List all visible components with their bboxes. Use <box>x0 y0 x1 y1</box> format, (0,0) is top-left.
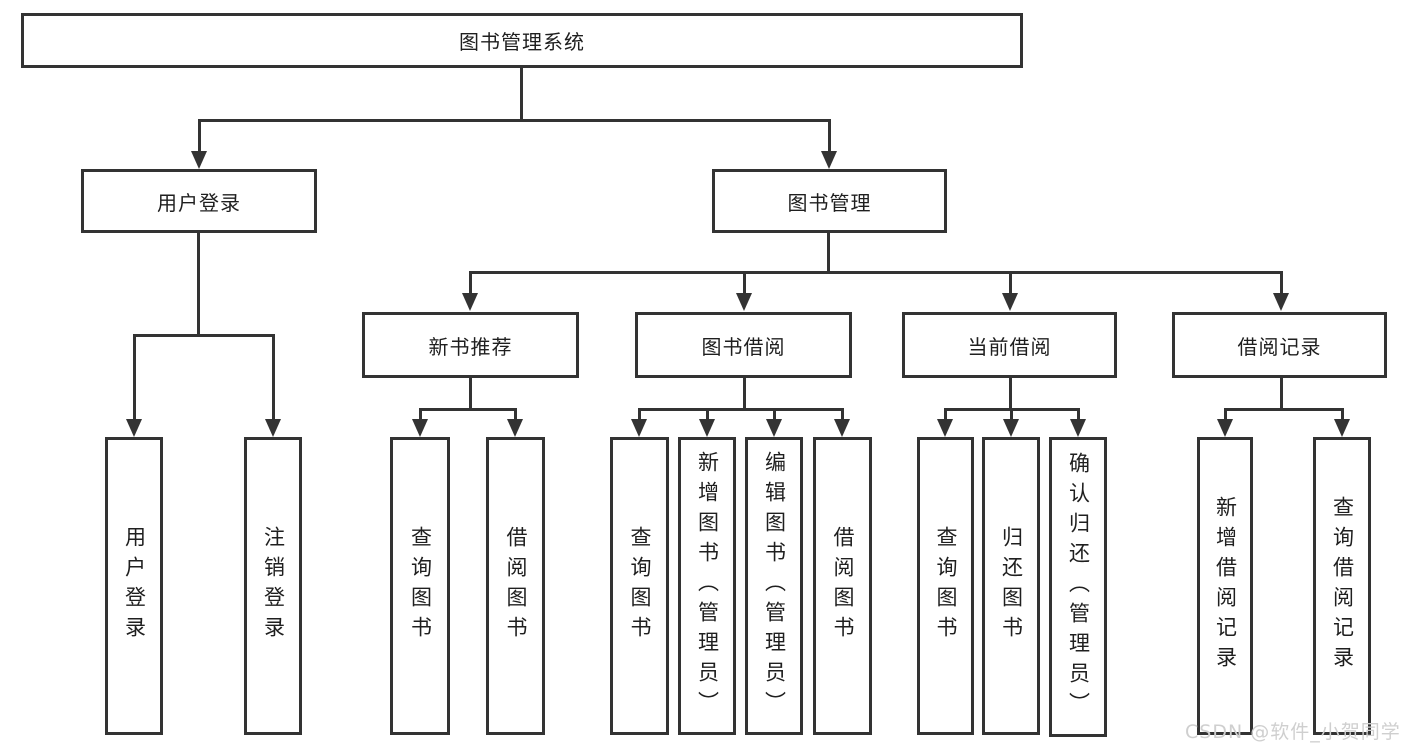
connector-user-login-hline <box>133 334 274 337</box>
node-leaf-logout: 注销登录 <box>244 437 302 735</box>
leaf-label: 注销登录 <box>261 526 286 646</box>
connector-to-leaf-query-books-rec <box>419 408 422 422</box>
connector-to-leaf-logout <box>272 334 275 422</box>
arrowhead-leaf-return-books <box>1003 419 1019 437</box>
node-leaf-add-books-admin: 新增图书（管理员） <box>678 437 736 735</box>
connector-records-trunk <box>1280 378 1283 411</box>
node-root-label: 图书管理系统 <box>459 30 585 54</box>
connector-records-hline <box>1224 408 1343 411</box>
connector-to-leaf-borrow-books-rec <box>514 408 517 422</box>
node-leaf-query-books-rec: 查询图书 <box>390 437 450 735</box>
leaf-label: 用户登录 <box>122 526 147 646</box>
connector-to-borrowing-records <box>1280 271 1283 296</box>
arrowhead-book-borrowing <box>736 293 752 311</box>
leaf-label: 借阅图书 <box>504 526 529 646</box>
connector-to-leaf-user-login <box>133 334 136 422</box>
node-leaf-edit-books-admin: 编辑图书（管理员） <box>745 437 803 735</box>
node-root: 图书管理系统 <box>21 13 1023 68</box>
connector-borrowing-trunk <box>743 378 746 411</box>
leaf-label: 确认归还（管理员） <box>1066 452 1091 722</box>
node-leaf-add-borrow-record: 新增借阅记录 <box>1197 437 1253 735</box>
connector-book-management-hline <box>469 271 1282 274</box>
leaf-label: 查询借阅记录 <box>1330 496 1355 676</box>
arrowhead-leaf-edit-books-admin <box>766 419 782 437</box>
connector-to-book-management <box>828 119 831 155</box>
node-book-borrowing-label: 图书借阅 <box>701 334 786 359</box>
node-borrowing-records: 借阅记录 <box>1172 312 1387 378</box>
connector-to-leaf-query-books-current <box>944 408 947 422</box>
arrowhead-leaf-borrow-books-rec <box>507 419 523 437</box>
arrowhead-leaf-add-books-admin <box>699 419 715 437</box>
arrowhead-leaf-add-borrow-record <box>1217 419 1233 437</box>
arrowhead-borrowing-records <box>1273 293 1289 311</box>
leaf-label: 查询图书 <box>408 526 433 646</box>
connector-to-user-login <box>198 119 201 155</box>
node-leaf-query-books-borrow: 查询图书 <box>610 437 669 735</box>
node-borrowing-records-label: 借阅记录 <box>1237 334 1322 359</box>
connector-to-new-book-recommend <box>469 271 472 296</box>
connector-to-leaf-confirm-return <box>1077 408 1080 422</box>
node-leaf-confirm-return-admin: 确认归还（管理员） <box>1049 437 1107 737</box>
node-leaf-borrow-books-rec: 借阅图书 <box>486 437 545 735</box>
arrowhead-leaf-logout <box>265 419 281 437</box>
arrowhead-current-borrowing <box>1002 293 1018 311</box>
connector-recommend-trunk <box>469 378 472 411</box>
arrowhead-leaf-borrow-books-borrow <box>834 419 850 437</box>
node-new-book-recommend-label: 新书推荐 <box>428 334 513 359</box>
arrowhead-leaf-query-borrow-record <box>1334 419 1350 437</box>
connector-to-leaf-edit-books-admin <box>773 408 776 422</box>
node-book-borrowing: 图书借阅 <box>635 312 852 378</box>
connector-to-leaf-add-books-admin <box>706 408 709 422</box>
node-current-borrowing: 当前借阅 <box>902 312 1117 378</box>
node-current-borrowing-label: 当前借阅 <box>967 334 1052 359</box>
leaf-label: 新增图书（管理员） <box>695 451 720 721</box>
node-leaf-query-borrow-record: 查询借阅记录 <box>1313 437 1371 735</box>
node-leaf-borrow-books-borrow: 借阅图书 <box>813 437 872 735</box>
arrowhead-leaf-query-books-rec <box>412 419 428 437</box>
node-book-management: 图书管理 <box>712 169 947 233</box>
node-book-management-label: 图书管理 <box>787 190 872 215</box>
node-leaf-return-books: 归还图书 <box>982 437 1040 735</box>
leaf-label: 借阅图书 <box>831 526 856 646</box>
connector-borrowing-hline <box>638 408 843 411</box>
node-leaf-query-books-current: 查询图书 <box>917 437 974 735</box>
connector-book-management-trunk <box>827 233 830 274</box>
csdn-watermark: CSDN @软件_小贺同学 <box>1185 721 1401 743</box>
leaf-label: 新增借阅记录 <box>1213 496 1238 676</box>
arrowhead-new-book-recommend <box>462 293 478 311</box>
connector-to-leaf-borrow-books-borrow <box>841 408 844 422</box>
connector-recommend-hline <box>419 408 516 411</box>
connector-to-current-borrowing <box>1009 271 1012 296</box>
connector-to-book-borrowing <box>743 271 746 296</box>
connector-to-leaf-add-borrow-record <box>1224 408 1227 422</box>
arrowhead-leaf-query-books-current <box>937 419 953 437</box>
arrowhead-user-login <box>191 151 207 169</box>
node-user-login-label: 用户登录 <box>157 190 241 215</box>
arrowhead-leaf-confirm-return <box>1070 419 1086 437</box>
leaf-label: 编辑图书（管理员） <box>762 451 787 721</box>
connector-to-leaf-query-books-borrow <box>638 408 641 422</box>
leaf-label: 查询图书 <box>934 526 959 646</box>
arrowhead-leaf-user-login <box>126 419 142 437</box>
leaf-label: 查询图书 <box>628 526 653 646</box>
connector-to-leaf-query-borrow-record <box>1341 408 1344 422</box>
connector-root-hline <box>198 119 830 122</box>
arrowhead-book-management <box>821 151 837 169</box>
connector-root-trunk <box>520 68 523 122</box>
connector-user-login-trunk <box>197 233 200 337</box>
connector-current-trunk <box>1009 378 1012 411</box>
node-new-book-recommend: 新书推荐 <box>362 312 579 378</box>
connector-to-leaf-return-books <box>1010 408 1013 422</box>
node-leaf-user-login: 用户登录 <box>105 437 163 735</box>
leaf-label: 归还图书 <box>999 526 1024 646</box>
node-user-login: 用户登录 <box>81 169 317 233</box>
arrowhead-leaf-query-books-borrow <box>631 419 647 437</box>
